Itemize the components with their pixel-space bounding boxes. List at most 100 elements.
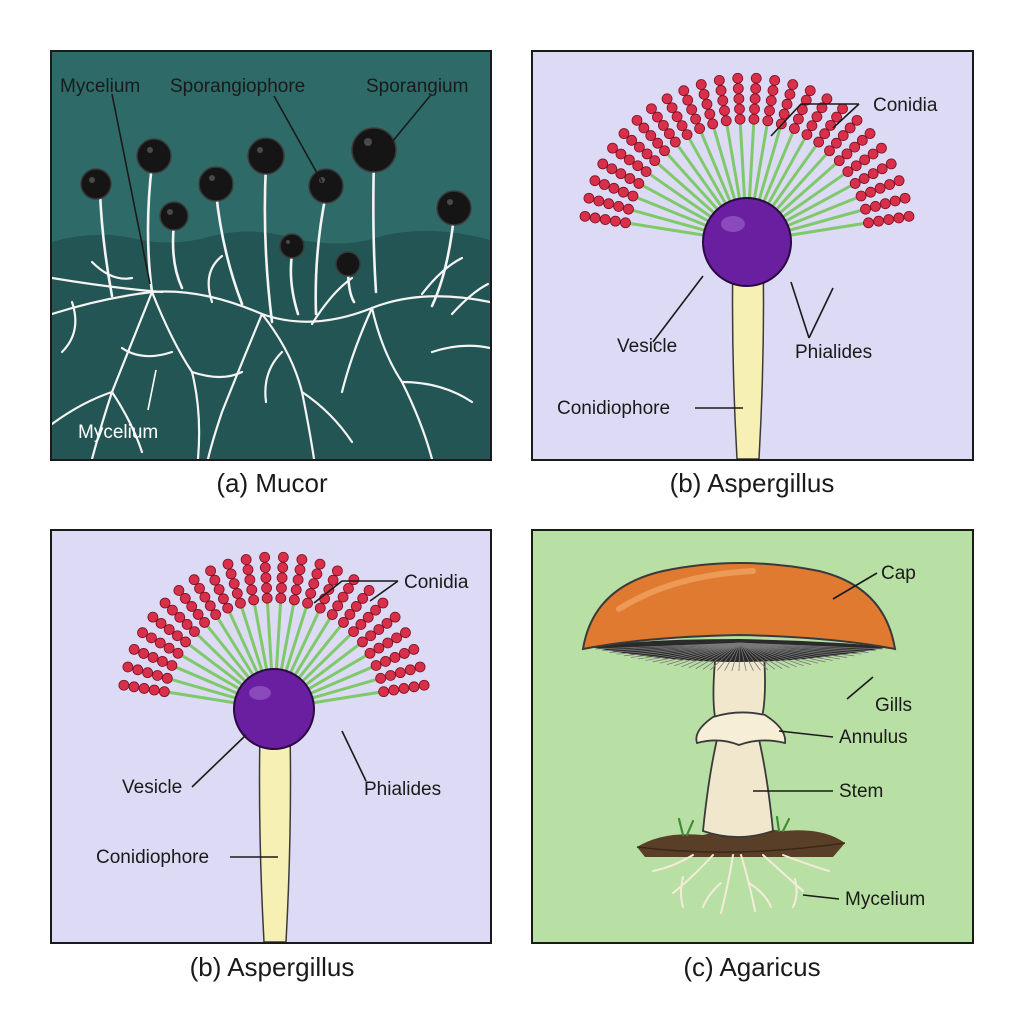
conidium xyxy=(842,166,854,177)
conidium xyxy=(338,617,349,628)
phialide xyxy=(217,618,257,680)
conidium xyxy=(811,111,823,123)
conidium xyxy=(676,120,688,132)
label-annulus: Annulus xyxy=(839,727,908,748)
conidium xyxy=(244,574,256,586)
conidium xyxy=(394,667,406,679)
conidium xyxy=(188,574,200,586)
conidium xyxy=(867,148,879,160)
conidium xyxy=(801,129,813,140)
gill-line xyxy=(731,642,741,672)
phialide xyxy=(649,173,716,221)
label-mycelium-bottom: Mycelium xyxy=(78,422,158,443)
aspergillus-panel-bottom: Conidia Vesicle Phialides Conidiophore xyxy=(50,529,492,944)
conidium xyxy=(277,562,289,573)
conidium xyxy=(205,565,216,577)
conidium xyxy=(327,574,339,586)
conidium xyxy=(363,585,375,596)
sporangium xyxy=(198,166,234,202)
label-sporangium: Sporangium xyxy=(366,76,468,97)
gill-line xyxy=(702,642,741,670)
label-mycelium-top: Mycelium xyxy=(60,76,140,97)
conidium xyxy=(404,664,416,676)
phialide xyxy=(196,634,250,685)
gill-line xyxy=(645,642,741,661)
gill-line xyxy=(638,642,741,660)
conidial-head xyxy=(118,551,430,705)
conidium xyxy=(638,122,650,134)
label-conidia: Conidia xyxy=(404,572,469,593)
conidium xyxy=(210,609,222,620)
conidium xyxy=(789,123,800,134)
conidium xyxy=(623,203,634,215)
phialide xyxy=(752,125,769,203)
gill-line xyxy=(739,642,776,670)
mucor-illustration: Mycelium Sporangiophore Sporangium Mycel… xyxy=(52,76,490,459)
conidium xyxy=(850,160,862,172)
conidium xyxy=(128,643,140,655)
conidium xyxy=(885,158,897,170)
conidium xyxy=(645,130,657,141)
conidium xyxy=(849,141,861,153)
conidium xyxy=(357,593,369,604)
gill-line xyxy=(688,642,741,669)
label-cap: Cap xyxy=(881,563,916,584)
label-vesicle: Vesicle xyxy=(617,336,677,357)
conidium xyxy=(389,652,401,663)
conidium xyxy=(734,103,745,115)
phialide xyxy=(761,132,794,206)
conidium xyxy=(389,611,401,623)
conidium xyxy=(606,163,618,175)
gill-line xyxy=(717,642,741,671)
conidium xyxy=(682,94,694,106)
phialide xyxy=(301,643,360,689)
conidium xyxy=(259,562,271,573)
conidium xyxy=(391,632,402,644)
conidium xyxy=(147,611,159,623)
conidium xyxy=(657,119,669,131)
conidium xyxy=(146,632,157,644)
conidium xyxy=(867,168,879,180)
conidium xyxy=(764,105,775,117)
conidium xyxy=(163,642,175,654)
conidium xyxy=(398,683,410,694)
soil-layer xyxy=(52,230,490,459)
conidium xyxy=(385,670,396,681)
conidium xyxy=(641,148,653,160)
conidium xyxy=(222,602,234,614)
annulus xyxy=(695,711,787,746)
conidium xyxy=(860,203,871,215)
conidium xyxy=(154,637,166,649)
conidium xyxy=(308,578,320,590)
conidium xyxy=(348,574,360,586)
conidium xyxy=(314,602,326,614)
conidium xyxy=(816,102,828,114)
conidium xyxy=(633,141,645,153)
gill-line xyxy=(739,642,826,663)
conidium xyxy=(749,93,761,105)
phialide xyxy=(279,604,295,674)
conidium xyxy=(781,98,793,110)
phialide xyxy=(206,625,253,682)
gill-line xyxy=(739,642,797,668)
conidium xyxy=(137,627,148,639)
conidium xyxy=(147,652,159,663)
conidium xyxy=(734,113,746,125)
phialide xyxy=(756,128,782,205)
conidium xyxy=(870,201,881,212)
gill-line xyxy=(739,642,804,667)
gill-line xyxy=(739,642,819,664)
conidium xyxy=(364,647,376,659)
label-phialides: Phialides xyxy=(795,342,872,363)
conidium xyxy=(732,83,744,94)
conidium xyxy=(597,158,609,170)
conidium xyxy=(199,617,210,628)
gill-line xyxy=(659,642,741,664)
conidium xyxy=(166,660,178,671)
label-stem: Stem xyxy=(839,781,883,802)
conidium xyxy=(218,593,229,605)
conidium xyxy=(804,85,816,97)
conidium xyxy=(819,128,831,140)
conidium xyxy=(750,83,762,94)
conidium xyxy=(261,582,272,594)
